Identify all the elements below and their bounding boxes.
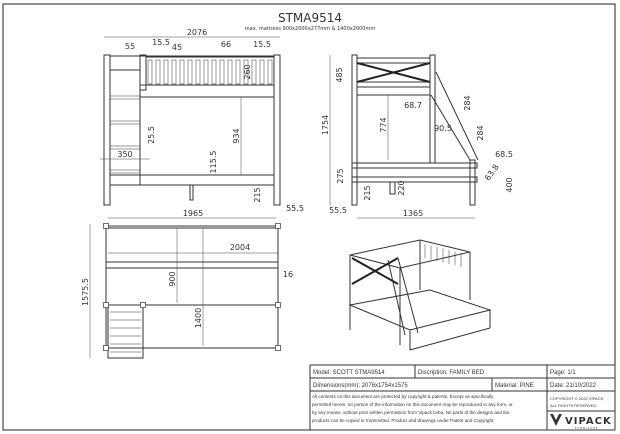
description-field: Discription: FAMILY BED <box>418 370 485 376</box>
dimension-label: 68.5 <box>495 150 513 159</box>
corner-post <box>275 302 281 308</box>
dimension-label: 2076 <box>187 28 207 37</box>
dimension-label: 90.5 <box>434 124 452 133</box>
copyright-text: ALL RIGHTS RESERVED <box>550 403 596 408</box>
corner-post <box>103 223 109 229</box>
brand-tagline: FURNITURE <box>575 426 598 430</box>
legal-text: products can be copied or transmitted. P… <box>312 418 495 423</box>
rail-slat <box>171 59 177 85</box>
material-field: Material: PINE <box>495 383 534 389</box>
rail-slat <box>211 59 217 85</box>
dimension-label: 25.5 <box>147 126 156 144</box>
dimension-label: 16 <box>283 270 293 279</box>
date-field: Date: 21/10/2022 <box>550 383 597 389</box>
rail-slat <box>251 59 257 85</box>
rail-slat <box>235 59 241 85</box>
corner-post <box>103 345 109 351</box>
corner-post <box>103 302 109 308</box>
dimension-label: 15.5 <box>253 40 271 49</box>
dimension-label: 400 <box>505 177 514 192</box>
dimension-label: 275 <box>336 168 345 183</box>
dimension-label: 55.5 <box>286 204 304 213</box>
dimension-label: 68.7 <box>404 101 422 110</box>
drawing-subtitle: max. mattress 900x2000x277mm & 1400x2000… <box>245 26 376 32</box>
dimension-label: 55 <box>125 42 135 51</box>
dimension-label: 900 <box>168 271 177 286</box>
rail-slat <box>187 59 193 85</box>
dimension-label: 220 <box>397 180 406 195</box>
front-view: 2076 55 15.5 45 66 15.5 260 25.5 934 350… <box>100 28 304 219</box>
dimension-label: 66 <box>221 40 231 49</box>
rail-slat <box>147 59 153 85</box>
dimension-label: 1965 <box>183 209 203 218</box>
rail-slat <box>163 59 169 85</box>
dimension-label: 260 <box>243 64 252 79</box>
dimensions-field: Dimensions(mm): 2076x1754x1575 <box>313 383 408 389</box>
rail-slat <box>179 59 185 85</box>
rail-slat <box>155 59 161 85</box>
legal-text: permitted herein, no portion of the info… <box>312 402 513 407</box>
title-block: Model: SCOTT STMA9514 Discription: FAMIL… <box>309 364 616 431</box>
dimension-label: 485 <box>335 67 344 82</box>
corner-post <box>275 223 281 229</box>
dimension-label: 1575.5 <box>81 278 90 306</box>
rail-slat <box>267 59 273 85</box>
dimension-label: 215 <box>253 187 262 202</box>
vipack-logo: VIPACK FURNITURE <box>550 414 612 430</box>
corner-post <box>275 345 281 351</box>
drawing-title: STMA9514 <box>278 11 342 25</box>
dimension-label: 2004 <box>230 243 250 252</box>
dimension-label: 284 <box>476 125 485 140</box>
page-field: Page: 1/1 <box>550 370 576 376</box>
isometric-view <box>348 239 492 351</box>
rail-slat <box>203 59 209 85</box>
legal-text: by any means, without prior written perm… <box>312 410 510 415</box>
dimension-label: 115.5 <box>209 151 218 174</box>
dimension-label: 774 <box>379 117 388 132</box>
dimension-label: 934 <box>232 128 241 143</box>
dimension-label: 15.5 <box>152 38 170 47</box>
dimension-label: 1400 <box>194 308 203 328</box>
legal-text: All contents on this document are protec… <box>312 394 494 399</box>
dimension-label: 284 <box>463 95 472 110</box>
dimension-label: 1365 <box>403 209 423 218</box>
dimension-label: 55.5 <box>329 206 347 215</box>
copyright-text: COPYRIGHT © 2022 VIPACK, <box>550 396 604 401</box>
sheet-border <box>2 3 616 431</box>
rail-slat <box>227 59 233 85</box>
dimension-label: 45 <box>172 43 182 52</box>
dimension-label: 215 <box>363 185 372 200</box>
plan-view: 2004 16 900 1400 1575.5 <box>81 223 293 359</box>
rail-slat <box>259 59 265 85</box>
rail-slat <box>219 59 225 85</box>
rail-slat <box>195 59 201 85</box>
model-field: Model: SCOTT STMA9514 <box>313 370 385 376</box>
dimension-label: 350 <box>117 150 132 159</box>
rail-slat <box>243 59 249 85</box>
corner-post <box>140 302 146 308</box>
brand-name: VIPACK <box>565 416 612 427</box>
dimension-label: 1754 <box>321 115 330 135</box>
